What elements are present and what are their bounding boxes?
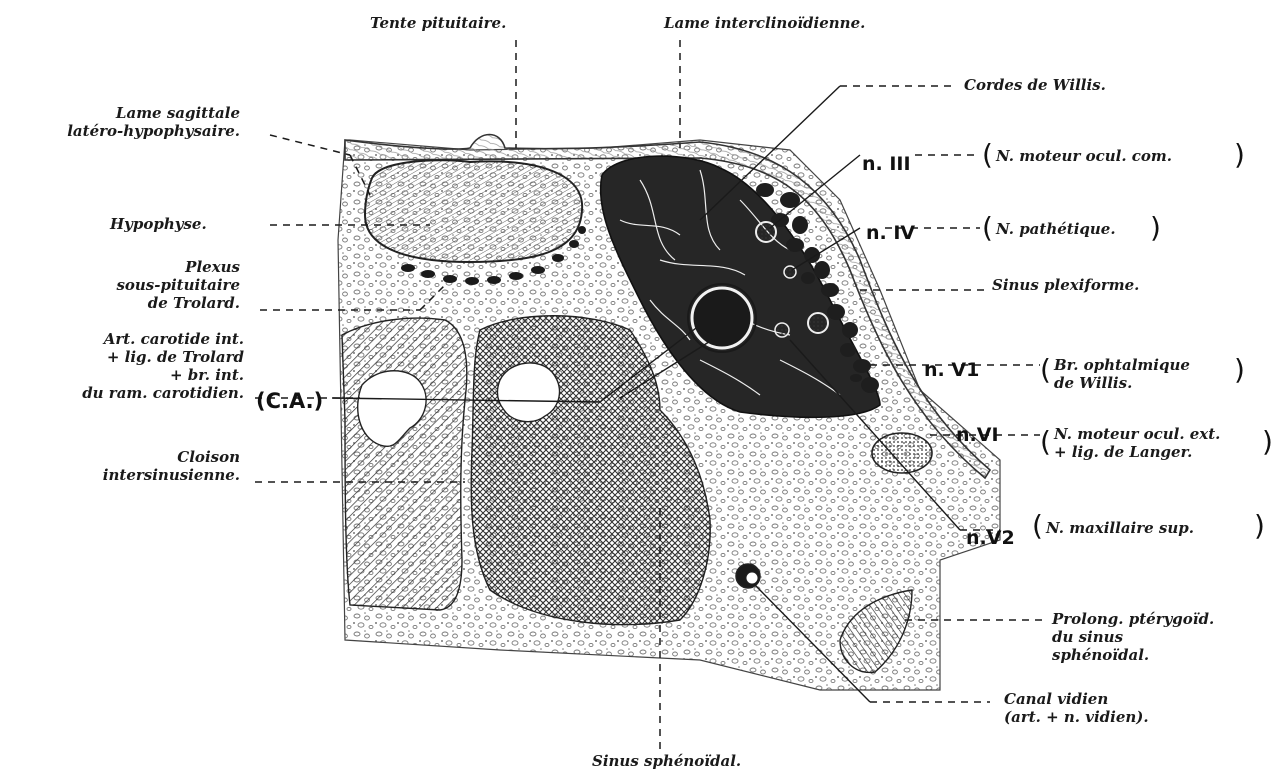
nerve-vi <box>872 433 932 473</box>
paren-open-n4: ( <box>982 214 993 242</box>
paren-close-v2: ) <box>1254 512 1265 540</box>
label-sinus-sphenoidal: Sinus sphénoïdal. <box>592 752 741 770</box>
paren-open-v2: ( <box>1032 512 1043 540</box>
label-lame-sagittale-line2: latéro-hypophysaire. <box>4 122 240 140</box>
label-tente-pituitaire: Tente pituitaire. <box>370 14 506 32</box>
label-cloison-line2: intersinusienne. <box>40 466 240 484</box>
label-canal-line1: Canal vidien <box>1004 690 1149 708</box>
label-plexus-line3: de Trolard. <box>40 294 240 312</box>
label-cloison: Cloison intersinusienne. <box>40 448 240 484</box>
label-n4-desc: N. pathétique. <box>996 220 1116 238</box>
label-lame-interclinoidienne: Lame interclinoïdienne. <box>664 14 865 32</box>
label-art-carotide: Art. carotide int. + lig. de Trolard + b… <box>0 330 244 402</box>
label-canal-line2: (art. + n. vidien). <box>1004 708 1149 726</box>
label-plexus-line2: sous-pituitaire <box>40 276 240 294</box>
label-br-oph-line2: de Willis. <box>1054 374 1190 392</box>
label-cloison-line1: Cloison <box>40 448 240 466</box>
label-br-ophtalmique: Br. ophtalmique de Willis. <box>1054 356 1190 392</box>
label-n-maxillaire: N. maxillaire sup. <box>1046 519 1194 537</box>
label-nv1: n. V1 <box>924 359 979 381</box>
label-plexus: Plexus sous-pituitaire de Trolard. <box>40 258 240 312</box>
label-art-line3: + br. int. <box>0 366 244 384</box>
label-lame-sagittale: Lame sagittale latéro-hypophysaire. <box>4 104 240 140</box>
label-br-oph-line1: Br. ophtalmique <box>1054 356 1190 374</box>
label-n6-line2: + lig. de Langer. <box>1054 443 1220 461</box>
nerve-iv <box>784 266 796 278</box>
label-canal-vidien: Canal vidien (art. + n. vidien). <box>1004 690 1149 726</box>
label-art-line2: + lig. de Trolard <box>0 348 244 366</box>
label-nv2: n.V2 <box>966 527 1015 549</box>
label-lame-sagittale-line1: Lame sagittale <box>4 104 240 122</box>
paren-close-n4: ) <box>1150 214 1161 242</box>
nerve-v1-b <box>775 323 789 337</box>
label-hypophyse: Hypophyse. <box>110 215 207 233</box>
label-ca: (C.A.) <box>256 389 323 413</box>
paren-close-n3: ) <box>1234 141 1245 169</box>
left-sphenoid-sinus <box>342 318 467 610</box>
label-prolong-line3: sphénoïdal. <box>1052 646 1214 664</box>
label-prolong-pterygoid: Prolong. ptérygoïd. du sinus sphénoïdal. <box>1052 610 1214 664</box>
label-sinus-plexiforme: Sinus plexiforme. <box>992 276 1139 294</box>
label-n3-desc: N. moteur ocul. com. <box>996 147 1172 165</box>
paren-open-n3: ( <box>982 141 993 169</box>
main-sinus-cavity <box>497 363 559 422</box>
label-n3: n. III <box>862 153 911 175</box>
hypophysis <box>365 160 582 262</box>
paren-open-n6: ( <box>1040 428 1051 456</box>
label-n4: n. IV <box>866 222 915 244</box>
internal-carotid-artery <box>692 288 752 348</box>
label-prolong-line2: du sinus <box>1052 628 1214 646</box>
label-plexus-line1: Plexus <box>40 258 240 276</box>
label-art-line4: du ram. carotidien. <box>0 384 244 402</box>
paren-open-v1: ( <box>1040 356 1051 384</box>
label-art-line1: Art. carotide int. <box>0 330 244 348</box>
paren-close-v1: ) <box>1234 356 1245 384</box>
label-n6-line1: N. moteur ocul. ext. <box>1054 425 1220 443</box>
nerve-v1-a <box>808 313 828 333</box>
label-n6: N. moteur ocul. ext. + lig. de Langer. <box>1054 425 1220 461</box>
paren-close-n6: ) <box>1262 428 1273 456</box>
label-cordes-willis: Cordes de Willis. <box>964 76 1106 94</box>
label-prolong-line1: Prolong. ptérygoïd. <box>1052 610 1214 628</box>
label-nvi: n.VI <box>956 424 999 446</box>
